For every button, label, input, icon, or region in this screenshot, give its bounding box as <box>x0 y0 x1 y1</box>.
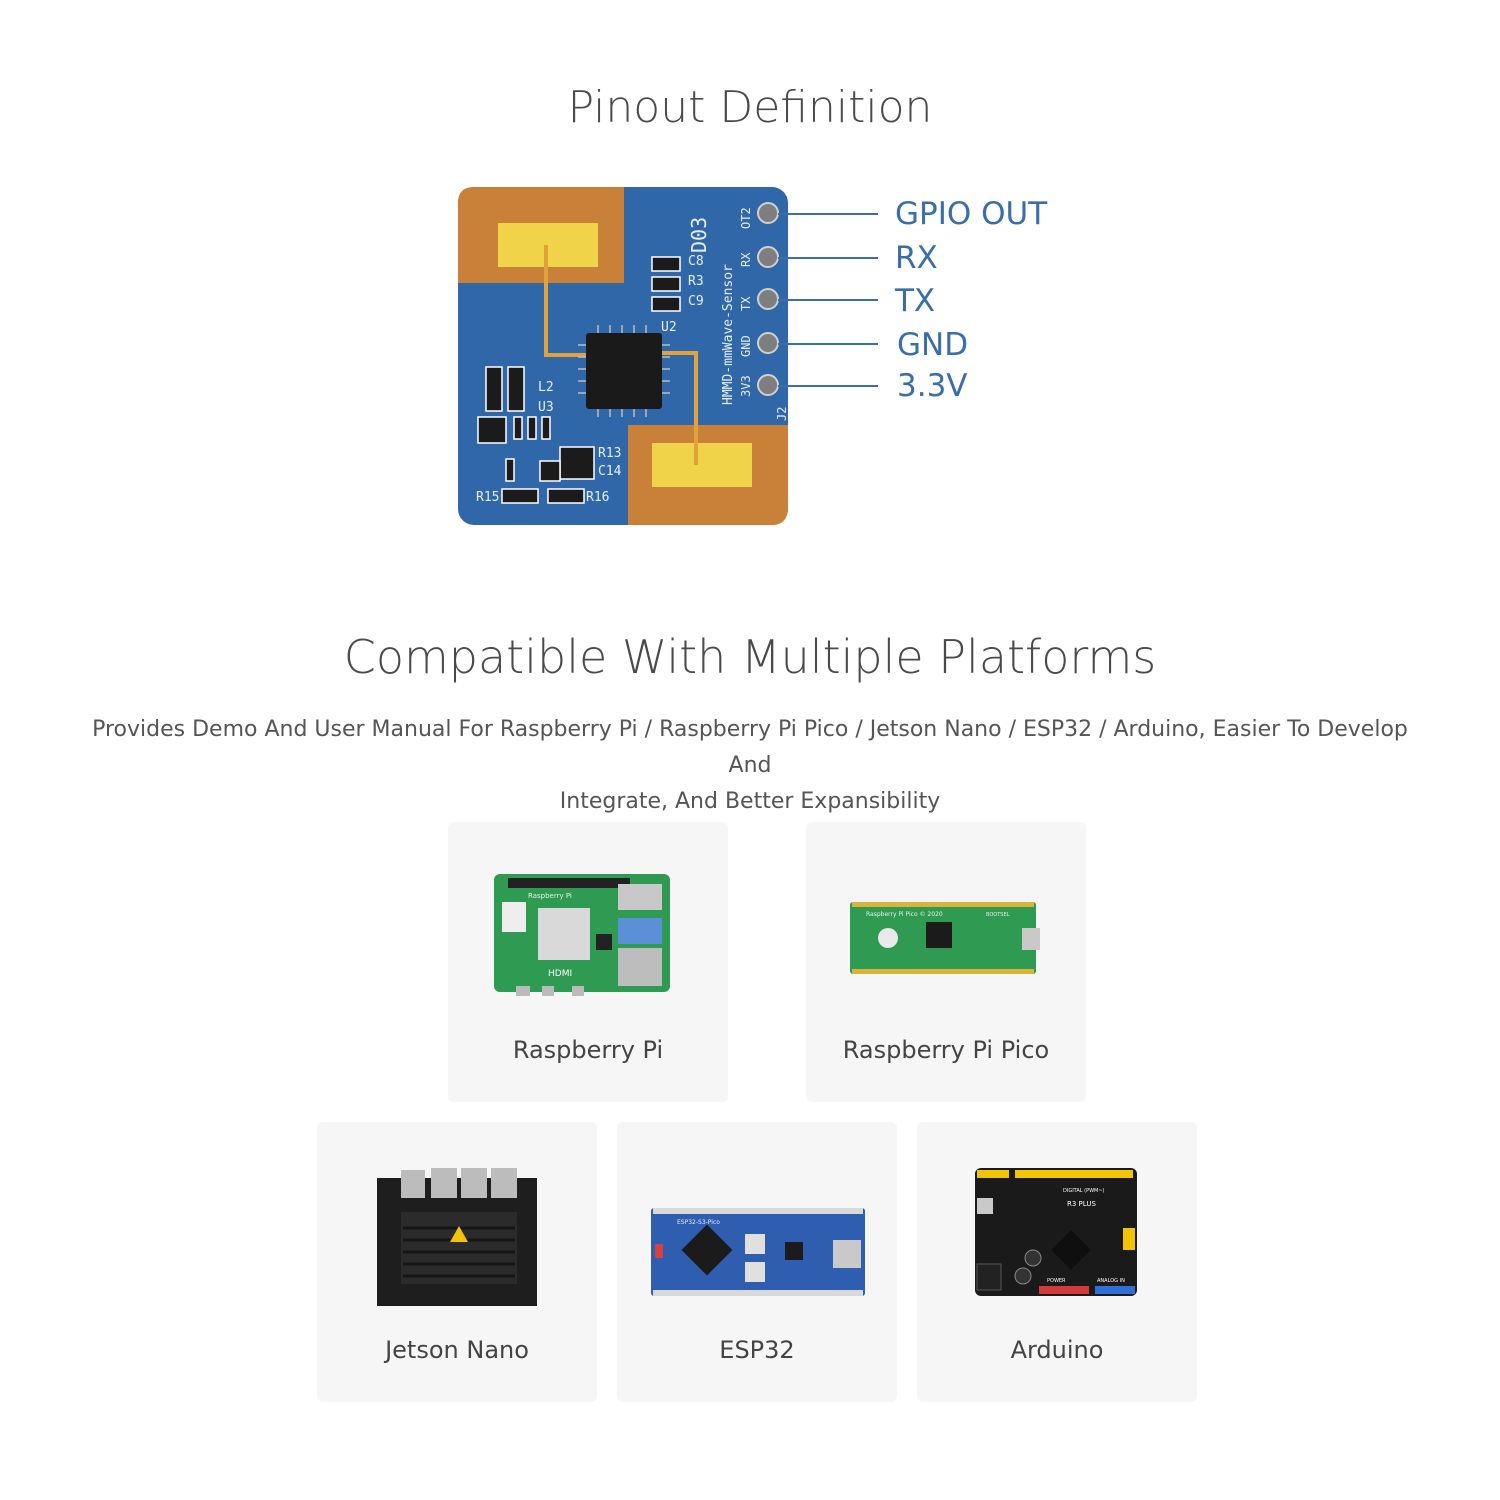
pin-label-gnd: GND <box>897 327 969 363</box>
svg-text:HDMI: HDMI <box>548 969 572 979</box>
pin-leader-line <box>778 385 878 387</box>
svg-text:R15: R15 <box>476 490 499 505</box>
pin-leader-line <box>778 213 878 215</box>
raspberry-pi-board-icon: Raspberry Pi HDMI <box>494 874 670 996</box>
svg-text:3V3: 3V3 <box>739 375 753 397</box>
svg-text:C9: C9 <box>688 294 704 309</box>
platform-card-arduino: R3 PLUS DIGITAL (PWM~) POWER ANALOG IN A… <box>917 1122 1197 1402</box>
mmwave-sensor-board-icon: C8 R3 C9 U2 L2 U3 R13 C14 R15 R16 HMMD-m… <box>458 187 789 525</box>
svg-text:R3 PLUS: R3 PLUS <box>1067 1200 1096 1208</box>
svg-text:R16: R16 <box>586 490 609 505</box>
svg-text:U3: U3 <box>538 400 554 415</box>
svg-text:OT2: OT2 <box>739 207 753 229</box>
pin-label-3v3: 3.3V <box>897 368 968 404</box>
compat-subtitle: Provides Demo And User Manual For Raspbe… <box>70 712 1430 820</box>
jetson-nano-board-icon <box>377 1168 537 1306</box>
pin-leader-line <box>778 299 878 301</box>
platform-card-esp32: ESP32-S3-Pico ESP32 <box>617 1122 897 1402</box>
platform-label: ESP32 <box>719 1336 795 1364</box>
compat-subtitle-line: Integrate, And Better Expansibility <box>559 789 941 814</box>
svg-text:U2: U2 <box>661 320 677 335</box>
pin-label-gpio-out: GPIO OUT <box>895 196 1048 232</box>
pin-leader-line <box>778 343 878 345</box>
svg-text:L2: L2 <box>538 380 554 395</box>
platform-card-raspberry-pi-pico: Raspberry Pi Pico © 2020 BOOTSEL Raspber… <box>806 822 1086 1102</box>
pin-label-tx: TX <box>895 283 936 319</box>
svg-text:C14: C14 <box>598 464 622 479</box>
compat-title: Compatible With Multiple Platforms <box>343 630 1157 684</box>
compat-subtitle-line: Provides Demo And User Manual For Raspbe… <box>92 717 1408 778</box>
svg-text:POWER: POWER <box>1047 1278 1066 1284</box>
pin-leader-line <box>778 257 878 259</box>
platform-card-raspberry-pi: Raspberry Pi HDMI Raspberry Pi <box>448 822 728 1102</box>
svg-text:BOOTSEL: BOOTSEL <box>986 912 1010 918</box>
svg-text:D03: D03 <box>687 217 711 253</box>
svg-text:GND: GND <box>739 335 753 357</box>
pinout-title: Pinout Definition <box>567 82 933 133</box>
svg-text:ANALOG IN: ANALOG IN <box>1097 1278 1125 1284</box>
platform-label: Arduino <box>1010 1336 1104 1364</box>
esp32-board-icon: ESP32-S3-Pico <box>651 1208 865 1296</box>
svg-text:C8: C8 <box>688 254 704 269</box>
svg-text:Raspberry Pi: Raspberry Pi <box>528 892 572 900</box>
svg-text:TX: TX <box>739 296 753 311</box>
platform-label: Raspberry Pi Pico <box>842 1036 1050 1064</box>
arduino-board-icon: R3 PLUS DIGITAL (PWM~) POWER ANALOG IN <box>975 1168 1137 1296</box>
sensor-board-image: C8 R3 C9 U2 L2 U3 R13 C14 R15 R16 HMMD-m… <box>456 185 796 530</box>
svg-text:Raspberry Pi Pico © 2020: Raspberry Pi Pico © 2020 <box>866 911 943 918</box>
platform-card-jetson-nano: Jetson Nano <box>317 1122 597 1402</box>
platform-label: Jetson Nano <box>385 1336 529 1364</box>
svg-text:ESP32-S3-Pico: ESP32-S3-Pico <box>677 1219 720 1226</box>
platform-label: Raspberry Pi <box>512 1036 664 1064</box>
svg-text:HMMD-mmWave-Sensor: HMMD-mmWave-Sensor <box>721 264 736 405</box>
raspberry-pi-pico-board-icon: Raspberry Pi Pico © 2020 BOOTSEL <box>850 902 1040 974</box>
svg-text:R13: R13 <box>598 446 621 461</box>
svg-text:R3: R3 <box>688 274 704 289</box>
svg-text:J2: J2 <box>775 407 789 421</box>
svg-text:DIGITAL (PWM~): DIGITAL (PWM~) <box>1063 1188 1105 1194</box>
svg-text:RX: RX <box>739 252 753 267</box>
pin-label-rx: RX <box>895 240 938 276</box>
